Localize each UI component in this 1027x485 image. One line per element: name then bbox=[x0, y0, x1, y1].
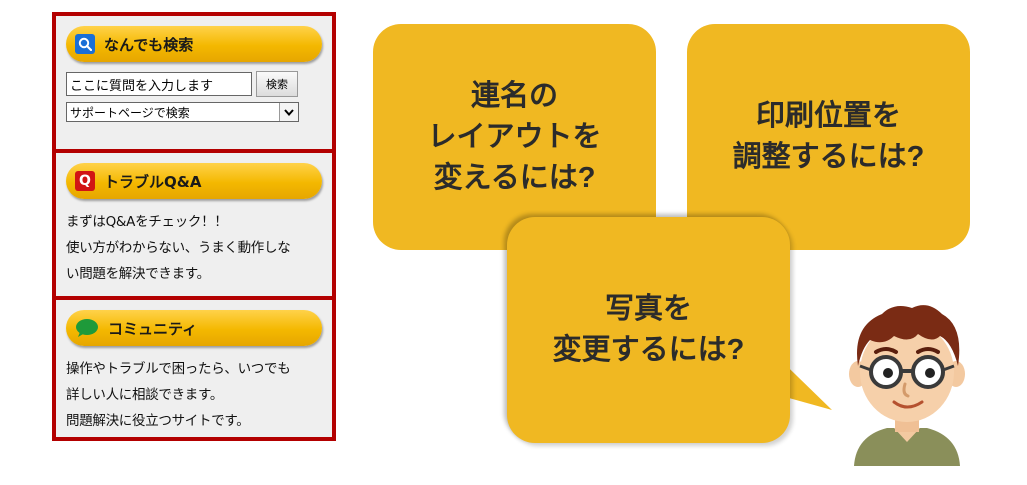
community-line: 問題解決に役立つサイトです。 bbox=[66, 413, 250, 429]
search-button[interactable]: 検索 bbox=[256, 71, 298, 97]
shirt-icon bbox=[854, 428, 960, 466]
search-input[interactable] bbox=[66, 72, 252, 96]
bubble-line: 写真を bbox=[604, 293, 692, 325]
question-bubble-print-position[interactable]: 印刷位置を 調整するには? bbox=[687, 24, 970, 250]
trouble-qa-header-pill[interactable]: Q トラブルQ&A bbox=[66, 163, 322, 199]
hair-icon bbox=[857, 305, 960, 366]
community-section: コミュニティ 操作やトラブルで困ったら、いつでも 詳しい人に相談できます。 問題… bbox=[56, 300, 332, 437]
speech-bubble-icon bbox=[75, 318, 99, 338]
search-section: なんでも検索 検索 サポートページで検索 bbox=[56, 16, 332, 149]
q-icon: Q bbox=[75, 171, 95, 191]
community-header-pill[interactable]: コミュニティ bbox=[66, 310, 322, 346]
search-icon bbox=[75, 34, 95, 54]
bubble-line: レイアウトを bbox=[427, 120, 602, 153]
search-scope-select[interactable]: サポートページで検索 bbox=[66, 102, 299, 122]
bubble-line: 印刷位置を bbox=[755, 100, 901, 132]
search-scope-value: サポートページで検索 bbox=[70, 105, 190, 120]
search-header-pill[interactable]: なんでも検索 bbox=[66, 26, 322, 62]
community-description: 操作やトラブルで困ったら、いつでも 詳しい人に相談できます。 問題解決に役立つサ… bbox=[66, 356, 324, 434]
trouble-qa-description: まずはQ&Aをチェック！！ 使い方がわからない、うまく動作しな い問題を解決でき… bbox=[66, 209, 324, 287]
person-illustration bbox=[849, 305, 965, 466]
community-line: 詳しい人に相談できます。 bbox=[66, 387, 224, 403]
question-bubble-layout[interactable]: 連名の レイアウトを 変えるには? bbox=[373, 24, 656, 250]
trouble-qa-section: Q トラブルQ&A まずはQ&Aをチェック！！ 使い方がわからない、うまく動作し… bbox=[56, 153, 332, 296]
bubble-line: 調整するには? bbox=[732, 141, 925, 173]
trouble-qa-line: 使い方がわからない、うまく動作しな bbox=[66, 240, 291, 256]
bubble-line: 変えるには? bbox=[433, 161, 596, 194]
search-title: なんでも検索 bbox=[104, 35, 194, 54]
trouble-qa-line: まずはQ&Aをチェック！！ bbox=[66, 214, 228, 230]
support-panel: なんでも検索 検索 サポートページで検索 Q トラブルQ&A まずはQ&Aをチェ… bbox=[52, 12, 336, 441]
question-bubble-photo[interactable]: 写真を 変更するには? bbox=[507, 217, 790, 443]
trouble-qa-line: い問題を解決できます。 bbox=[66, 266, 210, 282]
trouble-qa-title: トラブルQ&A bbox=[104, 172, 202, 191]
community-line: 操作やトラブルで困ったら、いつでも bbox=[66, 361, 291, 377]
chevron-down-icon[interactable] bbox=[279, 103, 298, 121]
bubble-line: 連名の bbox=[470, 79, 558, 112]
community-title: コミュニティ bbox=[108, 319, 198, 338]
bubble-line: 変更するには? bbox=[552, 334, 745, 366]
